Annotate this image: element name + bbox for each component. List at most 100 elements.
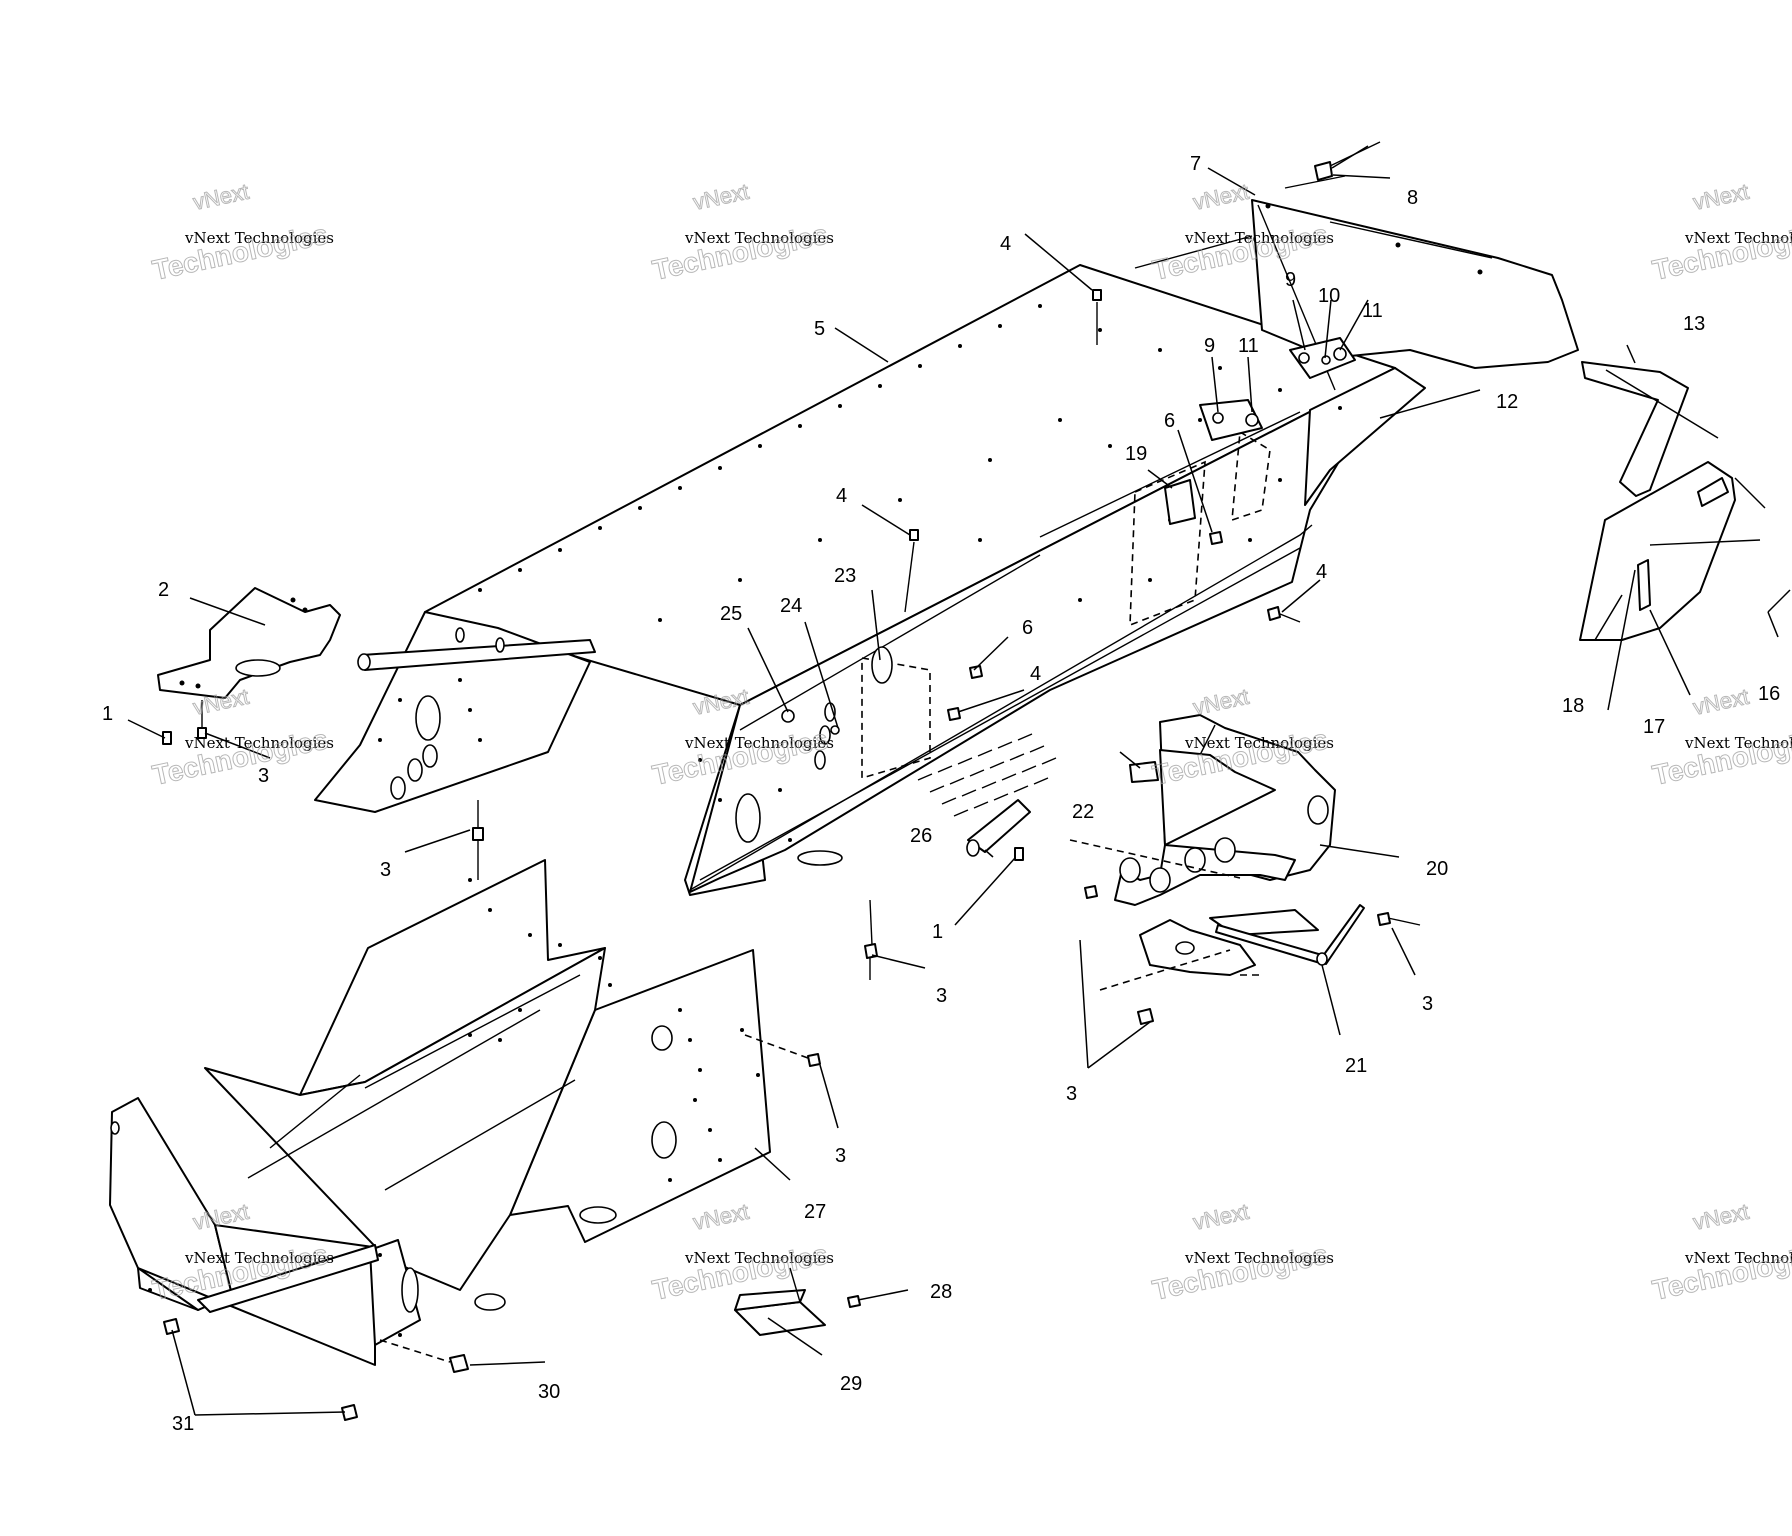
callout-11-mid: 11 xyxy=(1238,335,1259,357)
watermark-line: vNext Technologies xyxy=(684,1249,834,1267)
watermark-line: vNext Technologies xyxy=(184,734,334,752)
callout-4-mid: 4 xyxy=(836,485,847,507)
washer-24 xyxy=(830,725,840,735)
vent-slots xyxy=(917,733,1057,817)
callout-10: 10 xyxy=(1318,285,1340,307)
callout-1-left: 1 xyxy=(102,703,113,725)
watermark-line: vNext Technologies xyxy=(184,229,334,247)
watermark-small-word: vNext xyxy=(1191,1199,1251,1235)
callout-9-top: 9 xyxy=(1285,269,1296,291)
watermark-small-word: vNext xyxy=(1691,684,1751,720)
plate-part-18 xyxy=(1579,461,1766,641)
mount-plate-upper xyxy=(1289,337,1356,379)
bolt-part-8 xyxy=(1314,141,1381,181)
bulkhead-rivets xyxy=(148,878,760,1337)
fastener-4-mid xyxy=(909,529,919,541)
callout-12: 12 xyxy=(1496,391,1518,413)
watermark-line: vNext Technologies xyxy=(1184,1249,1334,1267)
callout-3-right: 3 xyxy=(1422,993,1433,1015)
bulkhead-part-27 xyxy=(109,859,771,1366)
callout-18: 18 xyxy=(1562,695,1584,717)
fastener-4-right xyxy=(1267,606,1281,621)
callout-19: 19 xyxy=(1125,443,1147,465)
callout-6-mid: 6 xyxy=(1022,617,1033,639)
callout-3-mid: 3 xyxy=(936,985,947,1007)
callout-3-upper: 3 xyxy=(380,859,391,881)
watermark-small-word: vNext xyxy=(1191,684,1251,720)
fastener-3-bulkhead xyxy=(807,1053,821,1067)
main-tunnel-part xyxy=(314,264,1426,896)
watermark-small-word: vNext xyxy=(191,179,251,215)
callout-20: 20 xyxy=(1426,858,1448,880)
callout-8: 8 xyxy=(1407,187,1418,209)
tunnel-rivets xyxy=(378,304,1342,842)
callout-17: 17 xyxy=(1643,716,1665,738)
nut-25 xyxy=(781,709,795,723)
callout-16: 16 xyxy=(1758,683,1780,705)
watermark-line: vNext Technologies xyxy=(1684,229,1792,247)
fastener-3-bracket-a xyxy=(1084,885,1098,899)
fastener-1-mid xyxy=(1014,847,1024,861)
fastener-3-upper xyxy=(472,827,484,841)
callout-21: 21 xyxy=(1345,1055,1367,1077)
callout-26: 26 xyxy=(910,825,932,847)
fastener-3-left xyxy=(197,727,207,739)
fastener-3-bracket-b xyxy=(1137,1008,1154,1025)
watermark-line: vNext Technologies xyxy=(684,229,834,247)
callout-2: 2 xyxy=(158,579,169,601)
callout-31: 31 xyxy=(172,1413,194,1435)
callout-labels: 7 8 4 5 9 10 11 9 11 13 12 6 19 4 4 23 2… xyxy=(102,153,1780,1435)
strip-part-13 xyxy=(1581,361,1689,497)
block-part-19 xyxy=(1164,479,1196,525)
callout-3-bulkhead: 3 xyxy=(835,1145,846,1167)
watermark-line: vNext Technologies xyxy=(684,734,834,752)
watermark-small-word: vNext xyxy=(1691,1199,1751,1235)
watermark-line: vNext Technologies xyxy=(1184,229,1334,247)
callout-13: 13 xyxy=(1683,313,1705,335)
fastener-30 xyxy=(449,1354,469,1373)
callout-23: 23 xyxy=(834,565,856,587)
callout-5: 5 xyxy=(814,318,825,340)
fastener-4-lower xyxy=(947,707,961,721)
watermark-line: vNext Technologies xyxy=(1184,734,1334,752)
mount-plate-lower xyxy=(1199,399,1263,441)
bracket-part-2 xyxy=(157,587,341,699)
watermark-small-word: vNext xyxy=(691,1199,751,1235)
leader-lines xyxy=(127,167,1791,1416)
fastener-6-right xyxy=(1209,531,1223,545)
callout-4-lower: 4 xyxy=(1030,663,1041,685)
fastener-4-top xyxy=(1092,289,1102,301)
watermark-line: vNext Technologies xyxy=(184,1249,334,1267)
bracket-part-29 xyxy=(734,1267,826,1336)
bracket-assembly-20 xyxy=(1069,714,1365,991)
fastener-31-b xyxy=(341,1404,358,1421)
callout-9-mid: 9 xyxy=(1204,335,1215,357)
fastener-1-left xyxy=(162,731,172,745)
callout-24: 24 xyxy=(780,595,802,617)
watermark-line: vNext Technologies xyxy=(1684,1249,1792,1267)
callout-3-left: 3 xyxy=(258,765,269,787)
callout-25: 25 xyxy=(720,603,742,625)
watermark-small-word: vNext xyxy=(1691,179,1751,215)
watermark-line: vNext Technologies xyxy=(1684,734,1792,752)
callout-11-top: 11 xyxy=(1362,300,1383,322)
callout-22: 22 xyxy=(1072,801,1094,823)
callout-27: 27 xyxy=(804,1201,826,1223)
fastener-3-right xyxy=(1377,912,1391,926)
callout-28: 28 xyxy=(930,1281,952,1303)
callout-30: 30 xyxy=(538,1381,560,1403)
callout-4-top: 4 xyxy=(1000,233,1011,255)
callout-29: 29 xyxy=(840,1373,862,1395)
fastener-28 xyxy=(847,1295,861,1308)
fastener-31-a xyxy=(163,1318,180,1335)
watermark-small-word: vNext xyxy=(691,179,751,215)
callout-7: 7 xyxy=(1190,153,1201,175)
